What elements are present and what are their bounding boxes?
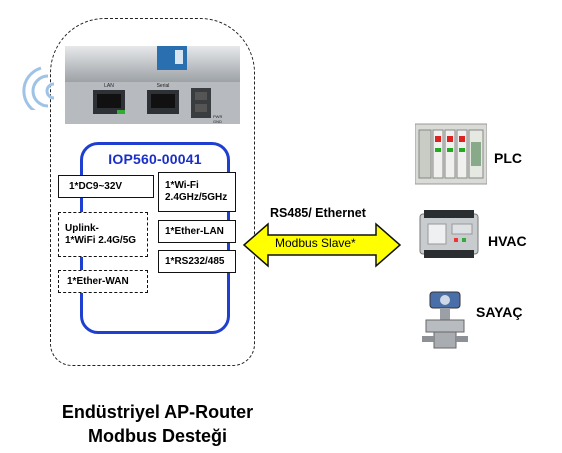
protocol-label: RS485/ Ethernet bbox=[270, 206, 366, 220]
model-title: IOP560-00041 bbox=[108, 151, 202, 167]
ether-lan-spec-box: 1*Ether-LAN bbox=[158, 220, 236, 243]
lan-port-label: LAN bbox=[104, 83, 114, 89]
ether-wan-spec-box: 1*Ether-WAN bbox=[58, 270, 148, 293]
serial-port-label: Serial bbox=[157, 83, 170, 89]
footer-caption: Endüstriyel AP-Router Modbus Desteği bbox=[30, 400, 285, 448]
modbus-role-label: Modbus Slave* bbox=[275, 236, 356, 250]
pwr-label: PWR bbox=[213, 114, 222, 119]
bidirectional-arrow bbox=[242, 222, 402, 268]
wifi-spec-line1: 1*Wi-Fi bbox=[165, 180, 199, 191]
footer-line-2: Modbus Desteği bbox=[87, 426, 227, 446]
serial-spec-box: 1*RS232/485 bbox=[158, 250, 236, 273]
uplink-spec-box: Uplink- 1*WiFi 2.4G/5G bbox=[58, 212, 148, 257]
uplink-spec-line1: Uplink- bbox=[65, 222, 99, 234]
hvac-device-image bbox=[419, 210, 479, 258]
hvac-label: HVAC bbox=[488, 233, 527, 249]
router-device-image: LAN Serial PWR GND bbox=[65, 46, 240, 124]
ether-wan-spec-text: 1*Ether-WAN bbox=[67, 275, 129, 287]
serial-spec-text: 1*RS232/485 bbox=[165, 255, 225, 267]
device-enclosure-outline bbox=[50, 18, 255, 366]
meter-label: SAYAÇ bbox=[476, 304, 523, 320]
gnd-label: GND bbox=[213, 119, 222, 124]
footer-line-1: Endüstriyel AP-Router bbox=[61, 402, 254, 422]
power-spec-box: 1*DC9~32V bbox=[58, 175, 154, 198]
wifi-signal-icon bbox=[22, 66, 55, 110]
wifi-spec-box: 1*Wi-Fi 2.4GHz/5GHz bbox=[158, 172, 236, 212]
plc-device-image bbox=[415, 123, 487, 185]
uplink-spec-line2: 1*WiFi 2.4G/5G bbox=[65, 234, 137, 246]
power-spec-text: 1*DC9~32V bbox=[69, 180, 123, 192]
wifi-spec-line2: 2.4GHz/5GHz bbox=[165, 192, 228, 203]
ether-lan-spec-text: 1*Ether-LAN bbox=[165, 225, 224, 237]
meter-device-image bbox=[422, 291, 468, 349]
plc-label: PLC bbox=[494, 150, 522, 166]
